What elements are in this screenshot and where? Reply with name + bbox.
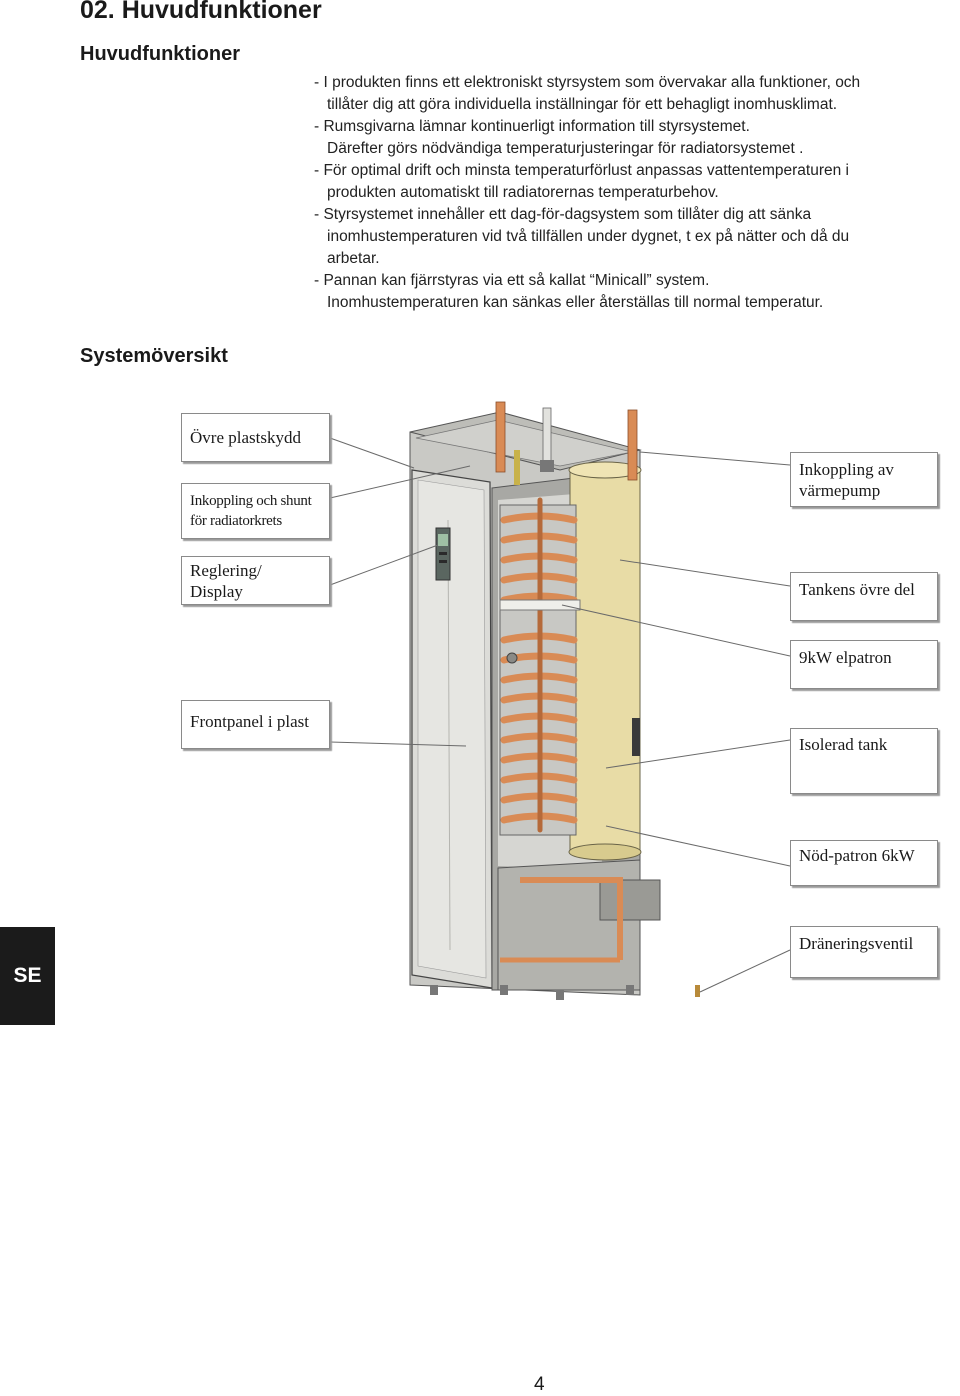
text-line: Inomhustemperaturen kan sänkas eller åte… — [327, 294, 824, 311]
section-heading-system-overview: Systemöversikt — [80, 345, 228, 367]
top-connection-pipes — [495, 401, 638, 485]
callout-emergency-heater-6kw: Nöd-patron 6kW — [790, 840, 938, 886]
bottom-section — [430, 859, 700, 1000]
callout-insulated-tank: Isolerad tank — [790, 728, 938, 794]
callout-radiator-connection-shunt: Inkoppling och shunt för radiatorkrets — [181, 483, 330, 539]
callout-label: 9kW elpatron — [799, 648, 892, 667]
callout-label: Reglering/ — [190, 560, 262, 580]
text-line: - Styrsystemet innehåller ett dag-för-da… — [314, 206, 812, 223]
text-line: - I produkten finns ett elektroniskt sty… — [314, 74, 861, 91]
text-line: tillåter dig att göra individuella instä… — [327, 96, 838, 113]
control-display — [435, 527, 451, 581]
callout-tank-upper-part: Tankens övre del — [790, 572, 938, 621]
text-line: inomhustemperaturen vid två tillfällen u… — [327, 228, 850, 245]
callout-control-display: Reglering/ Display — [181, 556, 330, 605]
callout-label: Inkoppling och shunt — [190, 493, 312, 509]
callout-label: Isolerad tank — [799, 735, 888, 754]
callout-label: Frontpanel i plast — [190, 712, 309, 731]
text-line: - Pannan kan fjärrstyras via ett så kall… — [314, 272, 710, 289]
section-heading-main-functions: Huvudfunktioner — [80, 43, 240, 65]
leader-lines — [329, 437, 791, 993]
immersion-heater — [499, 599, 581, 664]
page-number: 4 — [534, 1374, 545, 1395]
text-line: - Rumsgivarna lämnar kontinuerligt infor… — [314, 118, 750, 135]
text-line: - För optimal drift och minsta temperatu… — [314, 162, 849, 179]
callout-9kw-immersion-heater: 9kW elpatron — [790, 640, 938, 689]
callout-upper-plastic-cover: Övre plastskydd — [181, 413, 330, 462]
copper-coil — [499, 497, 578, 836]
main-functions-text: - I produkten finns ett elektroniskt sty… — [314, 72, 960, 314]
callout-label: för radiatorkrets — [190, 513, 282, 529]
text-line: produkten automatiskt till radiatorernas… — [327, 184, 719, 201]
insulated-tank — [568, 461, 642, 861]
front-panel — [411, 469, 493, 989]
callout-drain-valve: Dräneringsventil — [790, 926, 938, 978]
boiler-cutaway-diagram — [329, 401, 791, 1000]
callout-label: Display — [190, 581, 243, 601]
chapter-title: 02. Huvudfunktioner — [80, 0, 322, 24]
callout-label: Tankens övre del — [799, 580, 915, 599]
text-line: arbetar. — [327, 250, 380, 267]
callout-label: Dräneringsventil — [799, 934, 914, 953]
callout-heat-pump-connection: Inkoppling av värmepump — [790, 452, 938, 507]
text-line: Därefter görs nödvändiga temperaturjuste… — [327, 140, 804, 157]
callout-label: värmepump — [799, 480, 881, 500]
callout-label: Nöd-patron 6kW — [799, 846, 915, 865]
callout-front-panel: Frontpanel i plast — [181, 700, 330, 749]
callout-label: Övre plastskydd — [190, 428, 301, 447]
callout-label: Inkoppling av — [799, 459, 894, 479]
language-tab: SE — [0, 927, 55, 1025]
